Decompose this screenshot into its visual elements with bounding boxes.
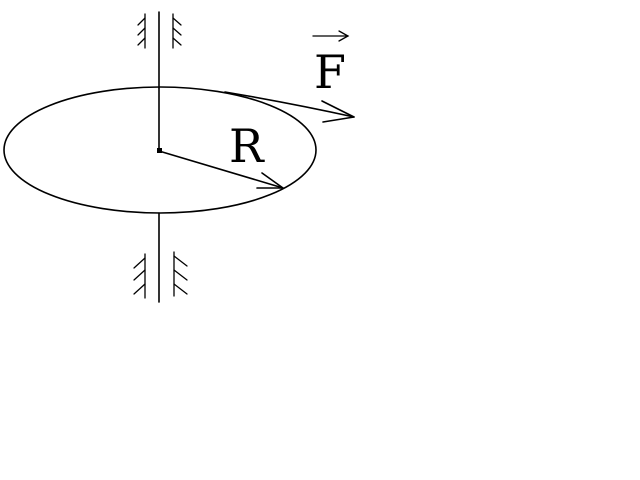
radius-vector: [158, 150, 284, 189]
disk: [3, 86, 317, 214]
force-vector-arrow-symbol: [312, 30, 350, 42]
radius-label: R: [229, 119, 265, 173]
force-vector: [224, 91, 355, 123]
force-label: F: [314, 45, 346, 99]
upper-bearing: [137, 13, 182, 49]
lower-bearing: [133, 251, 188, 299]
